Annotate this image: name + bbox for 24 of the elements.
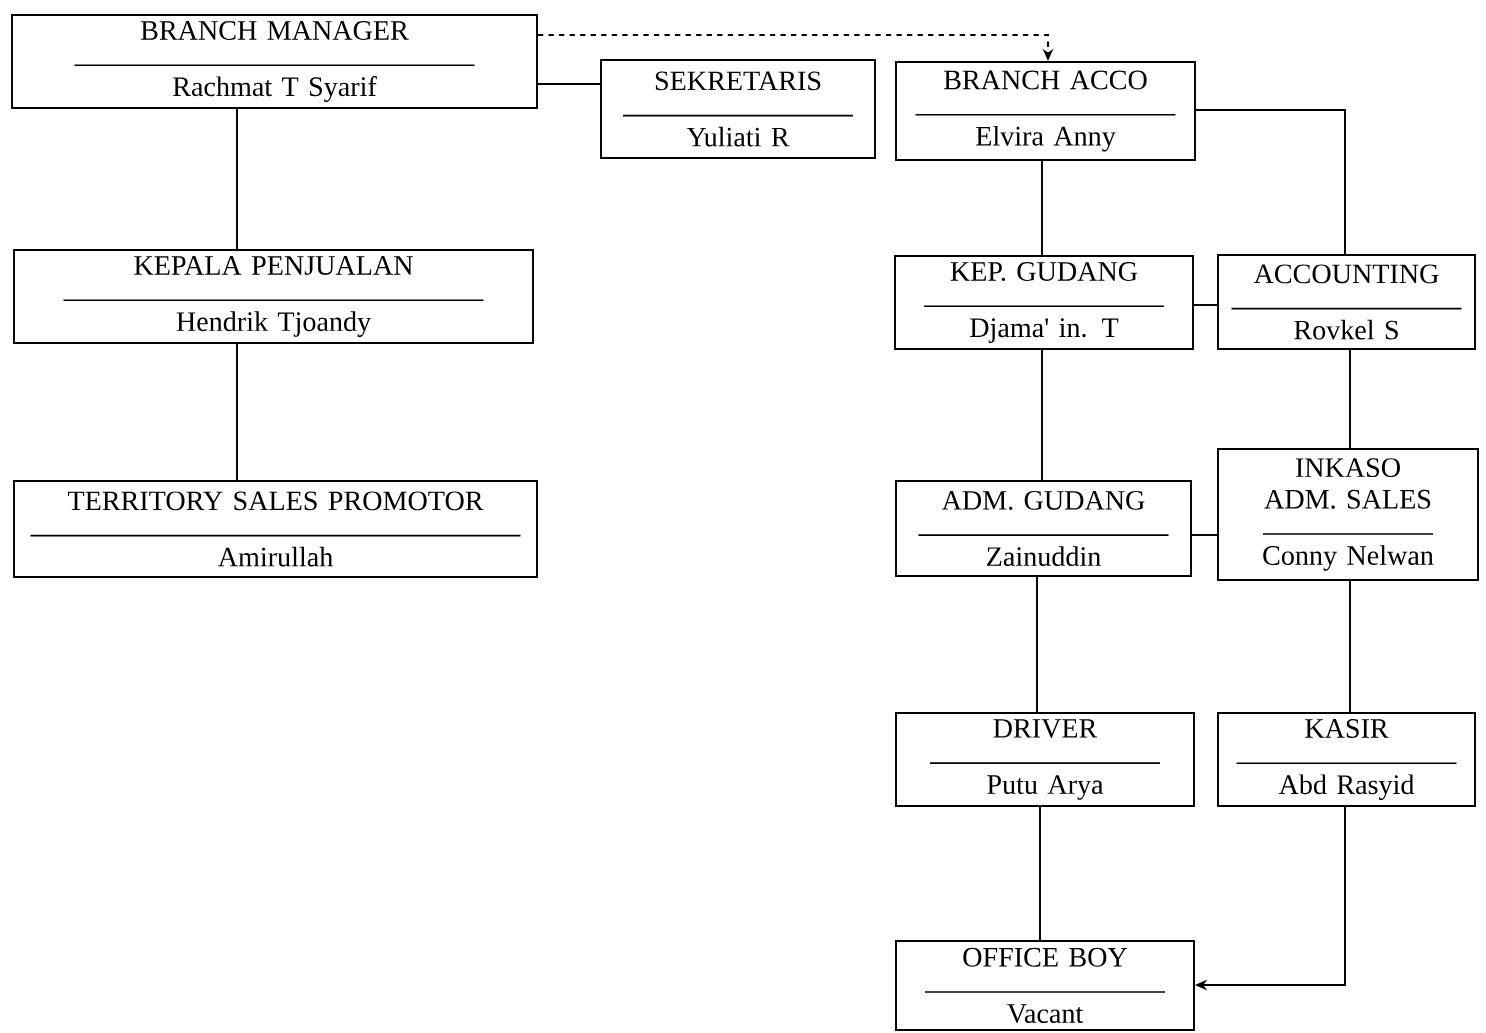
position-box: KASIR Abd Rasyid [1217,712,1476,807]
connector-line [1039,806,1041,941]
position-box: TERRITORY SALES PROMOTOR Amirullah [13,480,538,578]
position-box: SEKRETARIS Yuliati R [600,59,876,159]
connector-line [1036,576,1038,713]
position-box: BRANCH MANAGER Rachmat T Syarif [11,14,538,109]
connector-line [1195,109,1346,255]
connector-line [1191,534,1218,536]
connector-line [1193,304,1218,306]
position-box: ACCOUNTING Rovkel S [1217,254,1476,350]
connector-line [1041,349,1043,481]
connector-line [236,343,238,481]
position-box: KEPALA PENJUALAN Hendrik Tjoandy [13,249,534,344]
position-box: ADM. GUDANG Zainuddin [895,480,1192,577]
connector-line [236,108,238,250]
connector-line [1349,349,1351,449]
position-box: DRIVER Putu Arya [895,712,1195,807]
connector-line [537,83,601,85]
position-box: OFFICE BOY Vacant [895,940,1195,1031]
position-box: BRANCH ACCO Elvira Anny [895,61,1196,161]
position-box: INKASO ADM. SALES Conny Nelwan [1217,448,1479,581]
connector-line [1041,160,1043,256]
position-box: KEP. GUDANG Djama' in. T [894,255,1194,350]
connector-line [1349,580,1351,713]
